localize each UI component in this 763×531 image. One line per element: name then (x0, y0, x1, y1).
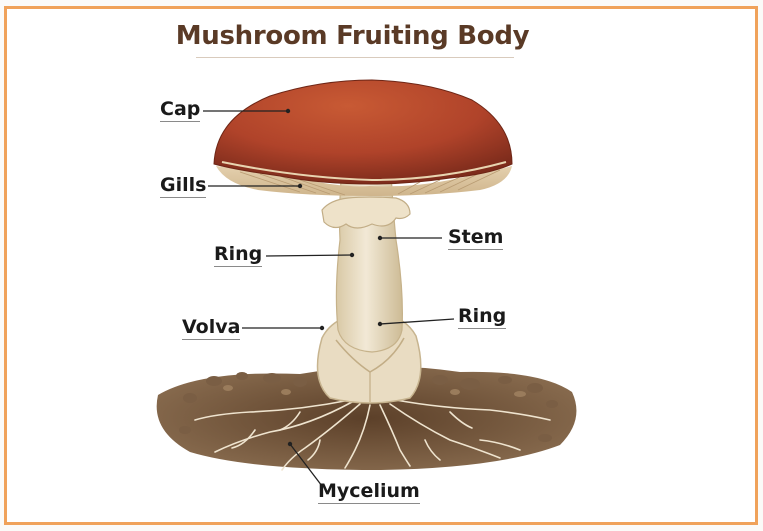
label-stem: Stem (448, 226, 503, 250)
label-gills: Gills (160, 174, 206, 198)
label-mycelium: Mycelium (318, 480, 420, 504)
label-ring-left: Ring (214, 243, 262, 267)
label-ring-right: Ring (458, 305, 506, 329)
label-volva: Volva (182, 316, 240, 340)
label-cap: Cap (160, 98, 200, 122)
ring-annulus-shape (322, 197, 410, 228)
